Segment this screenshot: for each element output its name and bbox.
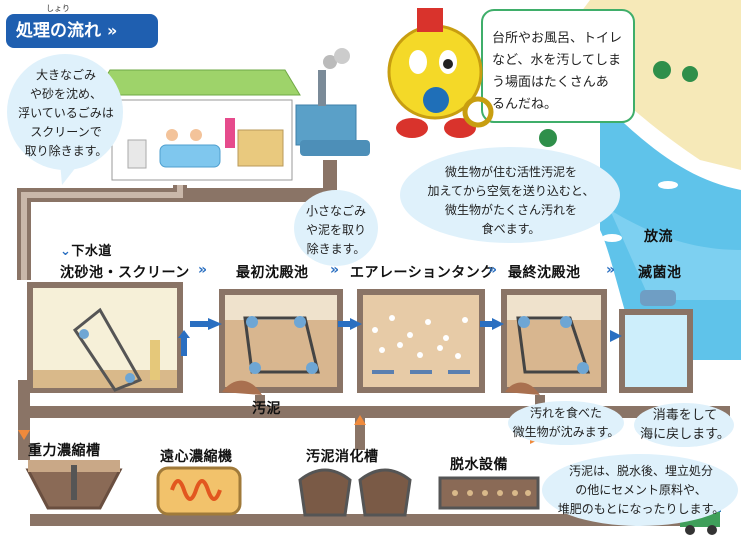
tree-icon	[682, 66, 698, 82]
air-bubbles	[372, 315, 468, 359]
chlorine-tank-icon	[640, 290, 676, 306]
bubble-sludge-use-text: 汚泥は、脱水後、埋立処分 の他にセメント原料や、 堆肥のもとになったりします。	[557, 464, 725, 516]
tree-icon	[539, 129, 557, 147]
disinfection-tank	[619, 309, 693, 393]
aeration-tank	[357, 289, 485, 393]
bathtub-icon	[159, 144, 221, 168]
bubble-sinks-text: 汚れを食べた 微生物が沈みます。	[512, 406, 620, 439]
label-centrifuge: 遠心濃縮機	[160, 449, 233, 465]
bubble-disinfect-text: 消毒をして 海に戻します。	[640, 408, 730, 442]
label-sewer: ⌄下水道	[60, 244, 112, 259]
label-primary-settling: 最初沈殿池	[236, 265, 309, 281]
tree-icon	[653, 61, 671, 79]
title-text: 処理の流れ	[16, 21, 101, 41]
screen-icon	[72, 307, 143, 392]
bubble-mascot-text: 台所やお風呂、トイレ など、水を汚してしま う場面はたくさんあ るんだね。	[492, 31, 623, 112]
house-roof	[94, 69, 301, 96]
bubble-bg	[7, 54, 123, 170]
title-ruby: しょり	[46, 4, 70, 13]
chevron-right-icon: »	[330, 262, 340, 278]
chevron-right-icon: »	[488, 262, 498, 278]
chevron-down-icon: ⌄	[60, 244, 72, 259]
chevron-right-icon: »	[606, 262, 616, 278]
bubble-screen-text: 大きなごみ や砂を沈め、 浮いているごみは スクリーンで 取り除きます。	[18, 68, 114, 158]
label-discharge: 放流	[644, 229, 673, 245]
label-disinfection-tank: 滅菌池	[638, 265, 682, 281]
digestion-tank	[298, 468, 352, 517]
label-dewatering: 脱水設備	[450, 457, 508, 473]
chevron-right-icon: »	[107, 21, 118, 40]
label-aeration-tank: エアレーションタンク	[350, 265, 495, 281]
label-grit-screen: 沈砂池・スクリーン	[60, 265, 190, 281]
bubble-microbes-text: 微生物が住む活性汚泥を 加えてから空気を送り込むと、 微生物がたくさん汚れを 食…	[427, 165, 595, 236]
sludge-pile	[222, 380, 262, 395]
section-title: 処理の流れ »	[6, 14, 158, 48]
toilet-icon	[127, 139, 147, 169]
factory-icon	[295, 104, 357, 146]
label-digestion-tank: 汚泥消化槽	[306, 449, 379, 465]
fish-icon	[602, 234, 622, 242]
bubble-small-trash-text: 小さなごみ や泥を取り 除きます。	[305, 204, 366, 256]
centrifuge-icon	[156, 466, 242, 516]
label-gravity-thickener: 重力濃縮槽	[28, 443, 101, 459]
chevron-right-icon: »	[198, 262, 208, 278]
label-sludge: 汚泥	[252, 401, 281, 417]
label-final-settling: 最終沈殿池	[508, 265, 581, 281]
person-icon	[225, 118, 235, 148]
kitchen-icon	[237, 129, 284, 167]
fish-icon	[658, 181, 678, 189]
